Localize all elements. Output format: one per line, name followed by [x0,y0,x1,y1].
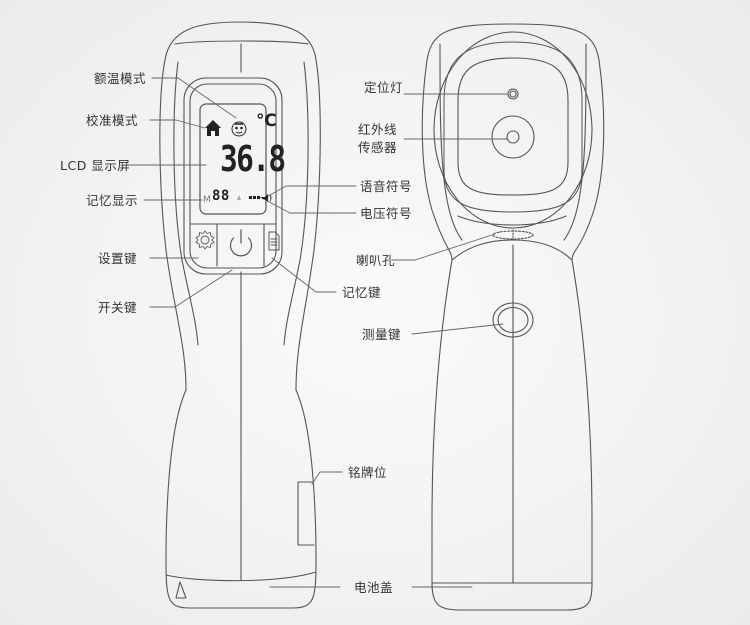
label-measure-key: 测量键 [362,327,402,342]
lcd-memory-prefix: M [203,195,212,205]
home-icon [205,120,221,136]
back-view-thermometer [421,23,605,611]
warning-icon [237,195,241,200]
leader-lines [127,77,509,588]
lcd-memory-digits: 88 [212,188,230,204]
label-memory-key: 记忆键 [342,285,382,300]
front-view-thermometer [159,21,321,609]
label-forehead-mode: 额温模式 [94,71,147,86]
label-power-key: 开关键 [98,300,138,315]
label-battery-cover: 电池盖 [354,580,394,595]
face-icon [231,121,247,137]
battery-icon [249,196,260,199]
speaker-holes-icon [492,229,534,241]
label-speaker-holes: 喇叭孔 [356,253,396,268]
gear-icon [195,230,215,250]
lcd-unit: ℃ [256,111,278,131]
lcd-temperature: 36.8 [220,139,286,180]
label-lcd-screen: LCD 显示屏 [60,158,131,173]
label-nameplate: 铭牌位 [348,465,388,480]
label-voice-symbol: 语音符号 [360,179,413,194]
speaker-icon [262,194,272,202]
document-icon [268,231,280,251]
label-calibration-mode: 校准模式 [86,113,139,128]
label-memory-display: 记忆显示 [86,193,139,208]
lcd-content [205,120,272,202]
power-icon [229,229,253,257]
label-ir-sensor: 红外线 传感器 [358,122,398,155]
label-settings-key: 设置键 [98,251,138,266]
label-voltage-symbol: 电压符号 [360,206,413,221]
label-positioning-light: 定位灯 [364,80,404,95]
